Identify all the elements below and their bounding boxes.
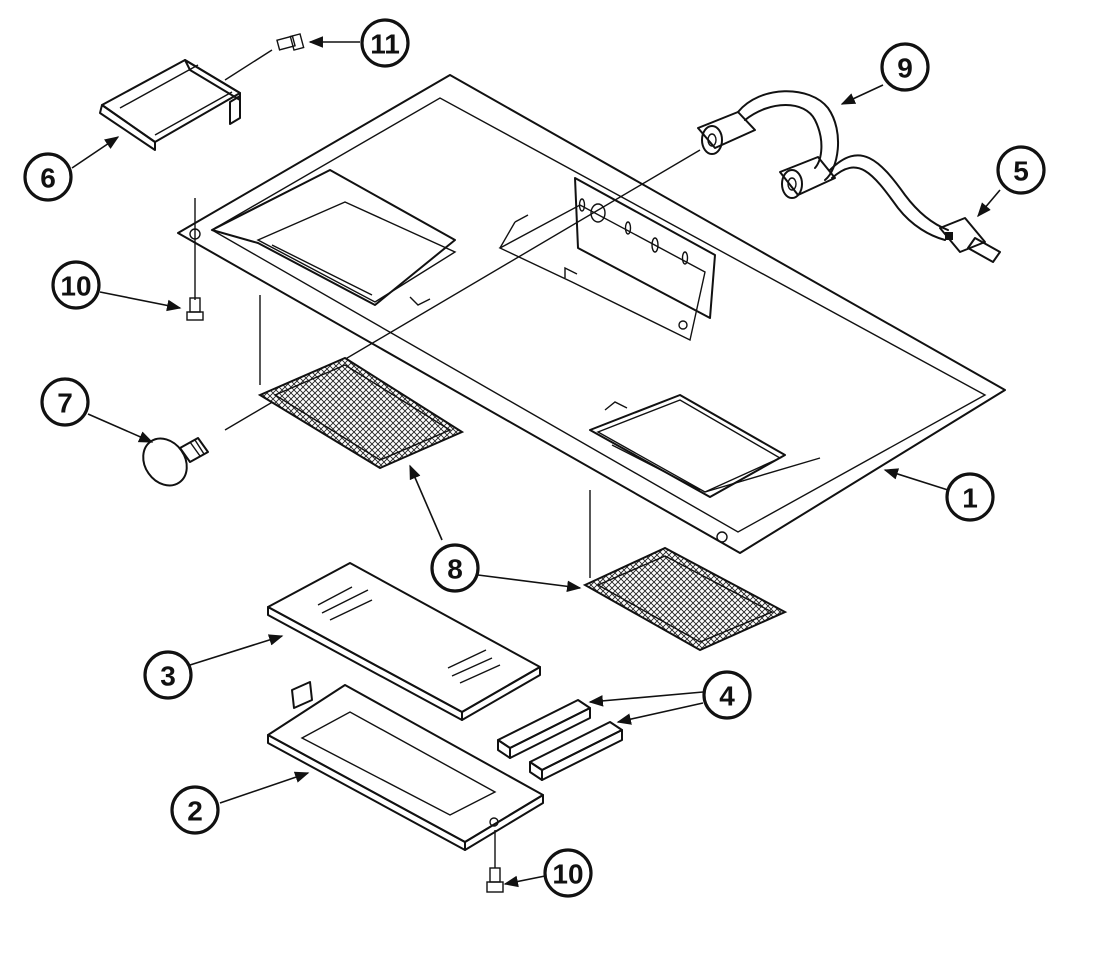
callout-9-label: 9 <box>897 53 913 84</box>
callout-2: 2 <box>170 785 220 835</box>
callout-11-label: 11 <box>370 29 400 60</box>
callout-10-left: 10 <box>51 260 101 310</box>
socket-harness-part <box>697 90 949 241</box>
callout-10-bottom-label: 10 <box>552 859 583 890</box>
callout-7: 7 <box>40 377 90 427</box>
gasket-strips-part <box>497 699 623 781</box>
callout-4: 4 <box>702 670 752 720</box>
callout-8-label: 8 <box>447 554 463 585</box>
callout-10-bottom: 10 <box>543 848 593 898</box>
lens-frame-part <box>267 681 544 851</box>
callout-3-label: 3 <box>160 661 176 692</box>
callout-1: 1 <box>945 472 995 522</box>
callout-2-label: 2 <box>187 796 203 827</box>
screw-part-bottom <box>486 867 504 893</box>
mesh-lens-part-right <box>582 546 788 652</box>
mesh-lens-part-left <box>257 356 465 470</box>
callout-1-label: 1 <box>962 483 978 514</box>
callout-10-left-label: 10 <box>60 271 91 302</box>
screw-part-top <box>276 33 305 51</box>
callout-3: 3 <box>143 650 193 700</box>
callout-6: 6 <box>23 152 73 202</box>
callout-7-label: 7 <box>57 388 73 419</box>
callout-5: 5 <box>996 145 1046 195</box>
callout-6-label: 6 <box>40 163 56 194</box>
callout-5-label: 5 <box>1013 156 1029 187</box>
callout-4-label: 4 <box>719 681 735 712</box>
bracket-part <box>99 59 241 151</box>
main-panel-part <box>177 74 1006 554</box>
leader-lines <box>71 36 1001 888</box>
callout-8: 8 <box>430 543 480 593</box>
glass-panel-part <box>267 562 541 721</box>
callout-11: 11 <box>360 18 410 68</box>
connector-part <box>939 217 1001 263</box>
screw-part-left <box>186 297 204 321</box>
assembly-guide-lines <box>194 49 591 868</box>
callout-9: 9 <box>880 42 930 92</box>
